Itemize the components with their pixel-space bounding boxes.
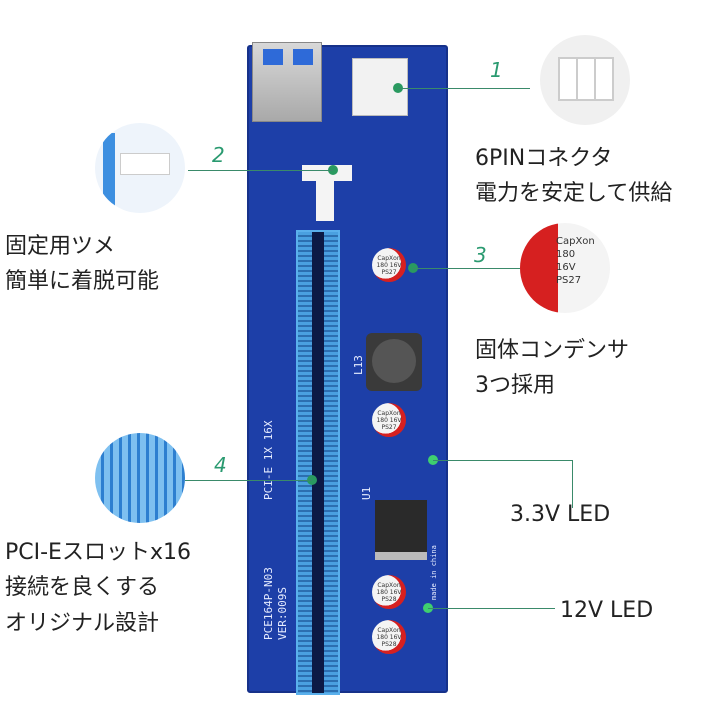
board-slot-text: PCI-E 1X 16X: [262, 420, 275, 500]
led-3v3-line-vertical: [572, 460, 573, 508]
pcie-x16-slot: [296, 230, 340, 695]
cap-brand: CapXon: [556, 236, 595, 247]
callout-dot-4: [307, 475, 317, 485]
callout-number-4: 4: [214, 453, 227, 477]
callout-line-4: [185, 480, 312, 481]
voltage-regulator: [375, 500, 427, 560]
capacitor-inset: CapXon 180 16V PS27: [520, 223, 610, 313]
made-in-label: made in china: [430, 545, 438, 600]
clip-icon: [120, 153, 170, 175]
callout-3-line-2: 3つ採用: [475, 373, 555, 398]
led-12v-label: 12V LED: [560, 598, 654, 623]
callout-3-line-1: 固体コンデンサ: [475, 338, 630, 363]
retention-clip-stem: [316, 181, 334, 221]
callout-1-line-2: 電力を安定して供給: [475, 181, 673, 206]
capacitor-ce2: CapXon 180 16V PS27: [372, 403, 406, 437]
capacitor-label: CapXon 180 16V PS28: [376, 627, 402, 648]
led-3v3-label: 3.3V LED: [510, 502, 611, 527]
inductor-l13: [366, 333, 422, 391]
clip-inset: [95, 123, 185, 213]
board-model: PCE164P-N03: [262, 567, 275, 640]
retention-clip: [302, 165, 352, 181]
callout-4-line-2: 接続を良くする: [5, 575, 160, 600]
led-12v-line: [428, 608, 555, 609]
board-version: VER:009S: [276, 587, 289, 640]
inductor-label: L13: [352, 355, 365, 375]
six-pin-inset: [540, 35, 630, 125]
regulator-label: U1: [360, 486, 373, 500]
callout-2-line-1: 固定用ツメ: [5, 234, 116, 259]
six-pin-socket-icon: [558, 57, 614, 101]
cap-code: PS27: [556, 275, 582, 286]
callout-number-1: 1: [490, 58, 503, 82]
callout-4-line-1: PCI-Eスロットx16: [5, 540, 191, 565]
callout-number-3: 3: [474, 243, 487, 267]
cap-value: 180: [556, 249, 576, 260]
usb-connector: [252, 42, 322, 122]
callout-dot-2: [328, 165, 338, 175]
capacitor-label: CapXon 180 16V PS27: [376, 410, 402, 431]
capacitor-ce1: CapXon 180 16V PS28: [372, 575, 406, 609]
callout-line-3: [413, 268, 522, 269]
slot-inset: [95, 433, 185, 523]
callout-4-line-3: オリジナル設計: [5, 611, 160, 636]
led-3v3-line: [433, 460, 573, 461]
capacitor-ce4: CapXon 180 16V PS27: [372, 248, 406, 282]
callout-number-2: 2: [212, 143, 225, 167]
capacitor-label: CapXon 180 16V PS27: [376, 255, 402, 276]
callout-1-line-1: 6PINコネクタ: [475, 146, 613, 171]
capacitor-ce3: CapXon 180 16V PS28: [372, 620, 406, 654]
callout-2-line-2: 簡単に着脱可能: [5, 269, 160, 294]
capacitor-inset-text: CapXon 180 16V PS27: [556, 235, 595, 287]
cap-voltage: 16V: [556, 262, 576, 273]
capacitor-label: CapXon 180 16V PS28: [376, 582, 402, 603]
callout-line-2: [188, 170, 333, 171]
callout-line-1: [398, 88, 530, 89]
